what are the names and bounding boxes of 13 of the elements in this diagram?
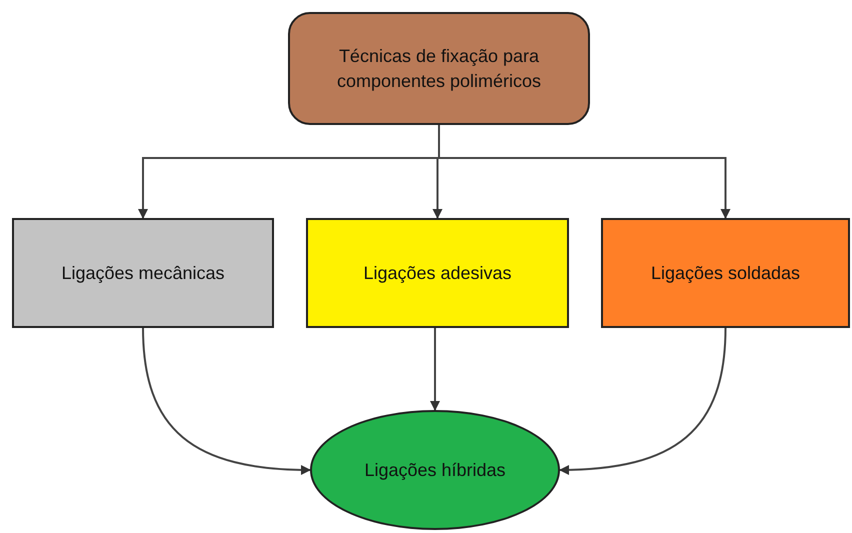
arrow xyxy=(142,328,311,475)
node-label: Ligações híbridas xyxy=(364,458,506,482)
arrow xyxy=(559,328,726,475)
category-box xyxy=(601,218,850,328)
arrow xyxy=(430,328,440,411)
arrow xyxy=(438,125,730,219)
category-box xyxy=(12,218,274,328)
category-box xyxy=(306,218,569,328)
node-label: Ligações soldadas xyxy=(650,262,800,285)
title-box xyxy=(288,12,590,125)
node-label: Ligações mecânicas xyxy=(61,262,225,285)
node-label: Técnicas de fixação para componentes poliméricos xyxy=(336,45,542,93)
node-label: Ligações adesivas xyxy=(363,262,512,285)
